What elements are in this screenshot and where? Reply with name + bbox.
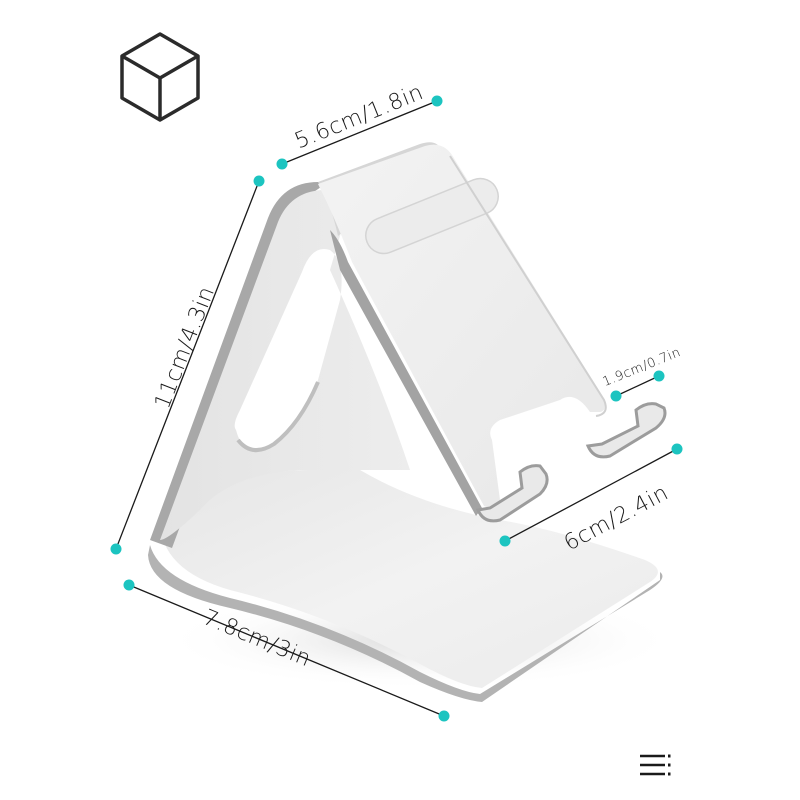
dim-line-lip-depth xyxy=(615,375,660,397)
endpoint-dot xyxy=(123,579,135,591)
endpoint-dot xyxy=(438,710,450,722)
endpoint-dot xyxy=(499,535,511,547)
base-plate xyxy=(160,470,658,688)
cutout-rim xyxy=(236,381,320,452)
left-hook xyxy=(475,464,549,523)
endpoint-dot xyxy=(653,370,665,382)
dim-line-depth-base xyxy=(128,584,445,717)
dim-line-height xyxy=(115,180,260,550)
front-panel-side xyxy=(330,230,482,516)
back-leg xyxy=(160,190,410,540)
dim-line-width-top xyxy=(281,100,438,165)
dim-line-holder-width xyxy=(504,448,678,542)
3d-cube-icon[interactable] xyxy=(118,31,202,123)
endpoint-dot xyxy=(110,543,122,555)
menu-list-icon[interactable] xyxy=(637,750,673,780)
endpoint-dot xyxy=(610,390,622,402)
dimension-endpoints xyxy=(110,95,683,722)
front-panel-right-edge xyxy=(449,155,607,417)
base-plate-edge xyxy=(148,545,663,702)
endpoint-dot xyxy=(276,158,288,170)
endpoint-dot xyxy=(431,95,443,107)
dimension-lines xyxy=(115,100,678,717)
grip-pad xyxy=(365,177,499,255)
endpoint-dot xyxy=(671,443,683,455)
right-hook xyxy=(585,402,667,459)
endpoint-dot xyxy=(253,175,265,187)
